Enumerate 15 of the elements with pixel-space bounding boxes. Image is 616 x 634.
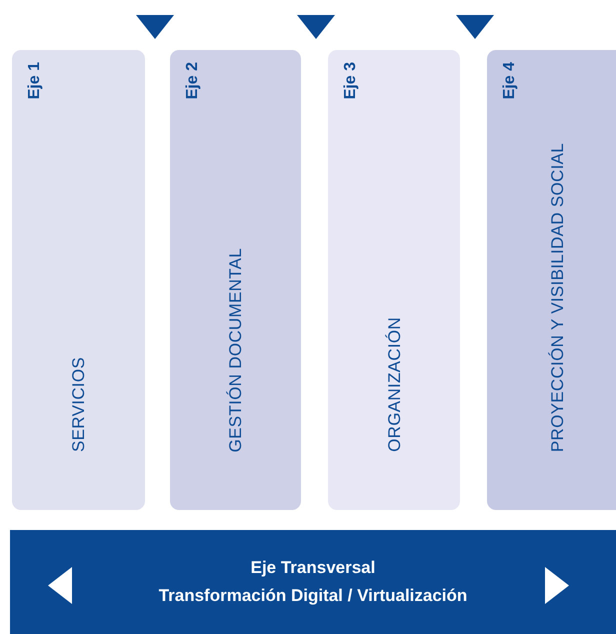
axis-label: Eje 1 (26, 62, 44, 100)
band-heading: Eje Transversal (250, 557, 376, 579)
axis-title: ORGANIZACIÓN (384, 317, 404, 452)
column-panel (487, 50, 616, 510)
column-panel (170, 50, 301, 510)
axis-label: Eje 2 (184, 62, 202, 100)
axis-label: Eje 3 (342, 62, 360, 100)
axis-label: Eje 4 (501, 62, 519, 100)
axis-title: PROYECCIÓN Y VISIBILIDAD SOCIAL (546, 142, 568, 452)
band-subtitle: Transformación Digital / Virtualización (158, 585, 468, 607)
band-panel (10, 530, 616, 634)
axis-title: SERVICIOS (68, 357, 89, 452)
column-panel (12, 50, 145, 510)
axis-title: GESTIÓN DOCUMENTAL (225, 248, 246, 452)
column-panel (328, 50, 460, 510)
